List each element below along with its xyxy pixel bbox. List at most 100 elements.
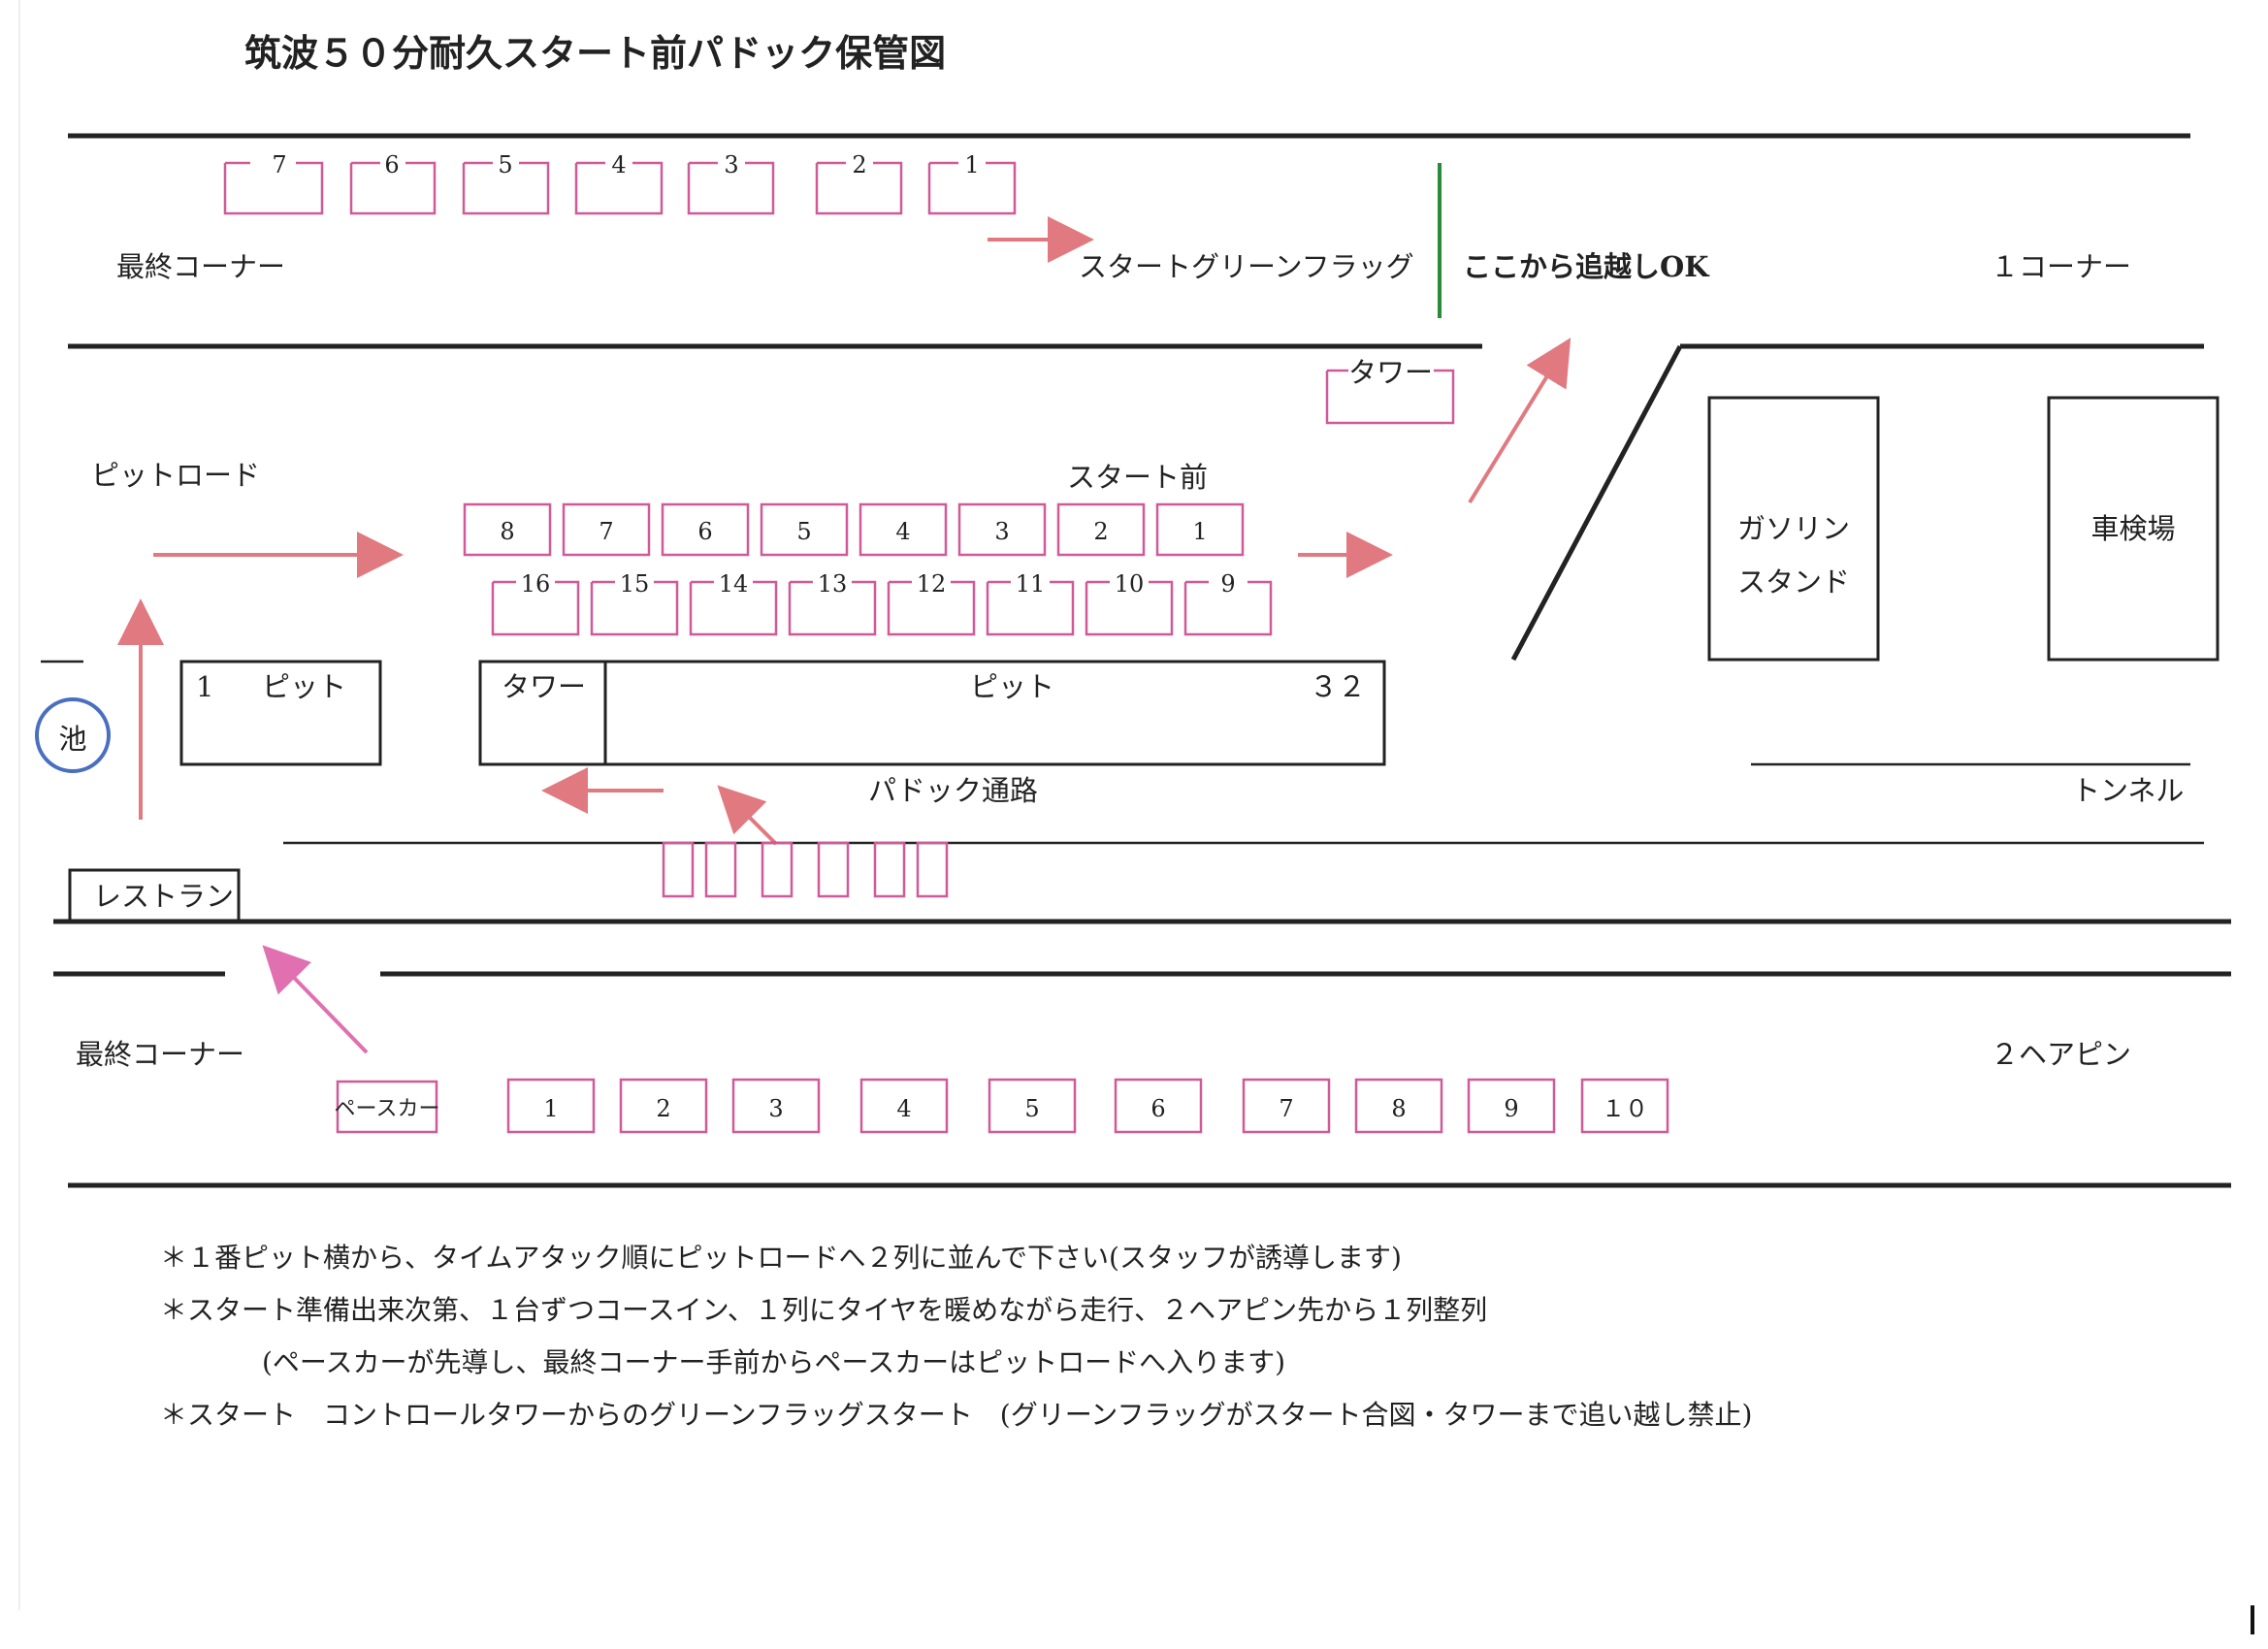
paddock-passage-arrow-diag	[717, 785, 778, 846]
grid-bottom-slot: 7	[1242, 1078, 1331, 1134]
paddock-slot: 9	[1183, 570, 1273, 636]
slot-number: 2	[656, 1095, 670, 1122]
paddock-slot: 16	[491, 570, 580, 636]
paddock-passage-label: パドック通路	[868, 774, 1038, 807]
paddock-slot: 6	[661, 502, 750, 557]
paddock-row-2: 16 15 14 13 12 11 10 9	[491, 570, 1273, 636]
paddock-slot: 14	[689, 570, 778, 636]
slot-number: 4	[896, 1095, 911, 1122]
small-slot	[662, 841, 695, 898]
pit-32-label: ３２	[1310, 670, 1366, 703]
grid-top-slot: 1	[927, 151, 1017, 215]
slot-number: 6	[1150, 1095, 1165, 1122]
grid-top-slot: 7	[223, 151, 324, 215]
small-slot	[817, 841, 850, 898]
grid-top-slot: 5	[462, 151, 550, 215]
slot-number: 7	[1279, 1095, 1293, 1122]
pit-entry-slots	[662, 841, 949, 898]
slot-number: 11	[1016, 570, 1046, 598]
inspection-label: 車検場	[2090, 512, 2175, 545]
slot-number: 3	[724, 151, 738, 178]
slot-number: 7	[272, 151, 286, 178]
slot-number: 3	[768, 1095, 783, 1122]
paddock-slot: 2	[1056, 502, 1146, 557]
slot-number: 1	[1192, 518, 1207, 545]
paddock-slot: 15	[590, 570, 679, 636]
pit-exit-arrow	[1468, 338, 1571, 504]
pond-circle	[35, 697, 111, 773]
pond-label: 池	[58, 723, 86, 756]
grid-bottom-slot: 8	[1354, 1078, 1443, 1134]
pit-road-label: ピットロード	[91, 459, 260, 492]
slot-number: 9	[1504, 1095, 1518, 1122]
paddock-slot: 10	[1085, 570, 1174, 636]
pit-main-label: ピット	[970, 670, 1054, 703]
grid-bottom-slot: 9	[1467, 1078, 1556, 1134]
slot-number: 1	[543, 1095, 558, 1122]
pace-car-box	[336, 1080, 438, 1134]
slot-number: 5	[1024, 1095, 1039, 1122]
slot-number: 16	[521, 570, 551, 598]
paddock-slot: 13	[788, 570, 877, 636]
paddock-slot: 3	[957, 502, 1047, 557]
grid-bottom-slot: 3	[731, 1078, 821, 1134]
corner1-label: １コーナー	[1991, 250, 2131, 283]
paddock-slot: 11	[986, 570, 1075, 636]
grid-bottom-slot: 5	[988, 1078, 1077, 1134]
slot-number: 8	[500, 518, 514, 545]
paddock-slot: 8	[463, 502, 552, 557]
slot-number: 5	[498, 151, 512, 178]
start-green-flag-label: スタートグリーンフラッグ	[1079, 250, 1414, 283]
pit-exit-diagonal	[1510, 344, 1683, 662]
paddock-slot: 12	[887, 570, 976, 636]
slot-number: 2	[852, 151, 866, 178]
small-slot	[916, 841, 949, 898]
slot-number: 7	[599, 518, 613, 545]
final-corner-bottom-label: 最終コーナー	[76, 1038, 244, 1071]
grid-bottom-slot: 1	[506, 1078, 596, 1134]
slot-number: 2	[1093, 518, 1108, 545]
note-4: ＊スタート コントロールタワーからのグリーンフラッグスタート (グリーンフラッグ…	[160, 1399, 1753, 1431]
paddock-slot: 5	[760, 502, 849, 557]
restaurant-label: レストラン	[93, 880, 234, 913]
pace-car-label: ペースカー	[335, 1097, 440, 1121]
paddock-row-1: 8 7 6 5 4 3 2 1	[463, 502, 1245, 557]
grid-top-slot: 2	[815, 151, 903, 215]
note-3: (ペースカーが先導し、最終コーナー手前からペースカーはピットロードへ入ります)	[262, 1346, 1286, 1378]
grid-top: 7 6 5 4 3 2 1	[223, 151, 1017, 215]
slot-number: 9	[1220, 570, 1235, 598]
gas-station-box	[1707, 396, 1880, 662]
pace-car-exit-arrow	[262, 945, 369, 1054]
slot-number: 4	[611, 151, 626, 178]
slot-number: 1	[964, 151, 979, 178]
grid-bottom-slot: 6	[1114, 1078, 1203, 1134]
slot-number: 4	[895, 518, 910, 545]
page-title: 筑波５０分耐久スタート前パドック保管図	[244, 31, 946, 75]
slot-number: 10	[1115, 570, 1145, 598]
tower-top-box	[1325, 369, 1455, 425]
gas-station-label-1: ガソリン	[1737, 512, 1850, 545]
grid-top-slot: 6	[349, 151, 437, 215]
small-slot	[761, 841, 794, 898]
slot-number: 5	[796, 518, 811, 545]
slot-number: 3	[994, 518, 1009, 545]
grid-bottom: 1 2 3 4 5 6 7 8 9 １０	[506, 1078, 1669, 1134]
grid-top-slot: 4	[574, 151, 664, 215]
small-slot	[704, 841, 737, 898]
note-1: ＊１番ピット横から、タイムアタック順にピットロードへ２列に並んで下さい(スタッフ…	[160, 1242, 1402, 1274]
tower-top-label: タワー	[1348, 356, 1433, 389]
slot-number: 12	[917, 570, 947, 598]
slot-number: 8	[1391, 1095, 1406, 1122]
note-2: ＊スタート準備出来次第、１台ずつコースイン、１列にタイヤを暖めながら走行、２ヘア…	[160, 1294, 1488, 1326]
hairpin2-label: ２ヘアピン	[1991, 1038, 2131, 1071]
inspection-box	[2047, 396, 2219, 662]
slot-number: 13	[818, 570, 848, 598]
slot-number: １０	[1602, 1095, 1648, 1122]
before-start-label: スタート前	[1067, 461, 1208, 494]
tunnel-label: トンネル	[2072, 774, 2184, 807]
paddock-slot: 7	[562, 502, 651, 557]
paddock-slot: 4	[859, 502, 948, 557]
final-corner-top-label: 最終コーナー	[116, 250, 285, 283]
